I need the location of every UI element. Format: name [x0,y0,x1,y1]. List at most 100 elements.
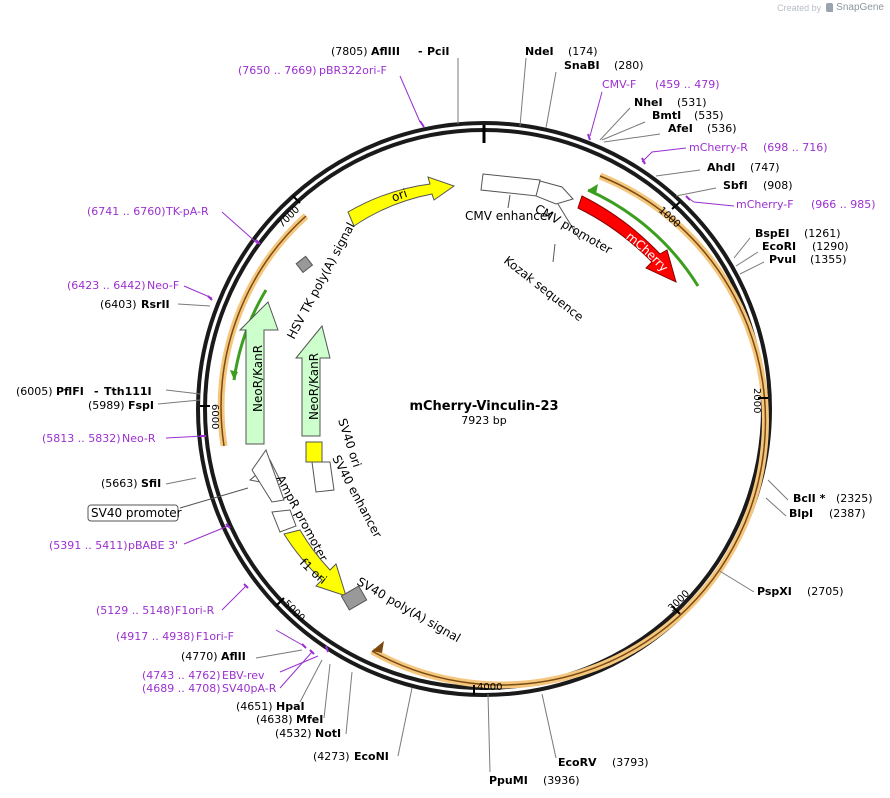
primer-pos: (5129 .. 5148) [96,604,175,617]
primer-pBR322ori-F: (7650 .. 7669) pBR322ori-F [238,64,387,77]
site-nheI: NheI (531) [634,96,707,109]
site-pspXI: PspXI (2705) [757,585,844,598]
feature-hsv-tk-polya: HSV TK poly(A) signal [284,220,357,341]
site-pos: (1261) [804,227,841,240]
primer-pos: (4689 .. 4708) [142,682,221,695]
site-name: PflFI [56,385,84,398]
feature-label: SV40 promoter [91,506,182,520]
primer-name: CMV-F [602,78,636,91]
site-dash: - [94,385,99,398]
site-pos: (908) [763,179,793,192]
site-ahdI: AhdI (747) [707,161,780,174]
site-name: SnaBI [564,59,600,72]
site-name: EcoRV [558,756,597,769]
feature-sv40-promoter: SV40 promoter [87,459,281,522]
credit-prefix: Created by [777,2,822,13]
site-name: PspXI [757,585,792,598]
primer-pos: (4743 .. 4762) [142,669,221,682]
site-mfeI: (4638) MfeI [256,713,323,726]
site-name: BmtI [652,109,681,122]
feature-label: HSV TK poly(A) signal [284,220,357,341]
site-name: FspI [128,399,154,412]
site-name: NdeI [525,45,554,58]
sv40-promoter-box [87,504,179,522]
site-name: AflIII [371,45,400,58]
site-pflFI-tth111I: (6005) PflFI - Tth111I [16,385,152,398]
primer-name: Neo-R [122,432,156,445]
primer-pos: (7650 .. 7669) [238,64,317,77]
site-bclI: BclI * (2325) [793,492,873,505]
primer-arrow-icon [230,370,238,380]
site-name: PvuI [769,253,796,266]
feature-label: ori [390,186,409,205]
site-aflIII-pciI: (7805) AflIII - PciI [331,45,449,58]
feature-label: Kozak sequence [501,253,586,324]
site-ecoRI: EcoRI (1290) [762,240,849,253]
site-pos: (747) [750,161,780,174]
site-pos: (4273) [313,750,350,763]
site-name: RsrII [141,298,170,311]
site-pos: (6403) [100,298,137,311]
primer-neo-R: (5813 .. 5832) Neo-R [42,432,156,445]
site-sbfI: SbfI (908) [723,179,793,192]
primer-pos: (6423 .. 6442) [67,279,146,292]
site-pos: (2705) [807,585,844,598]
site-pos: (280) [614,59,644,72]
primer-name: mCherry-R [689,141,748,154]
primer-name: pBR322ori-F [319,64,387,77]
primer-mcherry-F: mCherry-F (966 .. 985) [736,198,876,211]
site-pos: (2325) [836,492,873,505]
site-name: BspEI [755,227,789,240]
primer-ebv-rev: (4743 .. 4762) EBV-rev [142,669,265,682]
site-pos: (531) [677,96,707,109]
site-pos: (5989) [88,399,125,412]
site-notI: (4532) NotI [275,727,341,740]
primer-pos: (5813 .. 5832) [42,432,121,445]
site-name: Tth111I [104,385,152,398]
primer-sv40pA-R: (4689 .. 4708) SV40pA-R [142,682,277,695]
snapgene-logo-icon [826,3,834,12]
site-pos: (1290) [812,240,849,253]
primer-pos: (966 .. 985) [811,198,876,211]
site-name: MfeI [296,713,323,726]
primer-pos: (459 .. 479) [655,78,720,91]
plasmid-name: mCherry-Vinculin-23 [409,399,558,414]
site-name: HpaI [276,700,305,713]
primer-name: SV40pA-R [222,682,277,695]
site-pos: (3793) [612,756,649,769]
site-snaBI: SnaBI (280) [564,59,644,72]
primer-pos: (6741 .. 6760) [87,205,166,218]
site-hpaI: (4651) HpaI [236,700,305,713]
primer-pBABE-3: (5391 .. 5411) pBABE 3' [49,539,178,552]
primer-f1ori-R: (5129 .. 5148) F1ori-R [96,604,215,617]
site-name: NotI [315,727,341,740]
feature-label: NeoR/KanR [307,353,321,420]
site-name: BlpI [789,507,813,520]
site-blpI: BlpI (2387) [789,507,866,520]
primer-name: mCherry-F [736,198,794,211]
site-afeI: AfeI (536) [668,122,737,135]
site-sfiI: (5663) SfiI [101,477,161,490]
site-pos: (3936) [543,774,580,787]
site-pos: (4651) [236,700,273,713]
feature-sv40-enhancer: SV40 enhancer [311,453,385,540]
primer-tk-pA-R: (6741 .. 6760) TK-pA-R [87,205,209,218]
site-name: EcoRI [762,240,796,253]
primer-pos: (5391 .. 5411) [49,539,128,552]
site-name: AflII [221,650,246,663]
primer-pos: (4917 .. 4938) [116,630,195,643]
site-ppuMI: PpuMI (3936) [489,774,580,787]
feature-ori: ori [347,176,456,227]
primer-f1ori-F: (4917 .. 4938) F1ori-F [116,630,234,643]
primer-leader-lines [165,75,735,689]
primer-name: Neo-F [147,279,179,292]
tick-label: 2000 [751,388,762,413]
primer-name: pBABE 3' [128,539,178,552]
site-pvuI: PvuI (1355) [769,253,847,266]
feature-label: CMV enhancer [465,209,552,223]
site-name: SfiI [141,477,161,490]
site-pos: (535) [694,109,724,122]
site-pos: (6005) [16,385,53,398]
primer-neo-F: (6423 .. 6442) Neo-F [67,279,179,292]
site-name: AfeI [668,122,693,135]
